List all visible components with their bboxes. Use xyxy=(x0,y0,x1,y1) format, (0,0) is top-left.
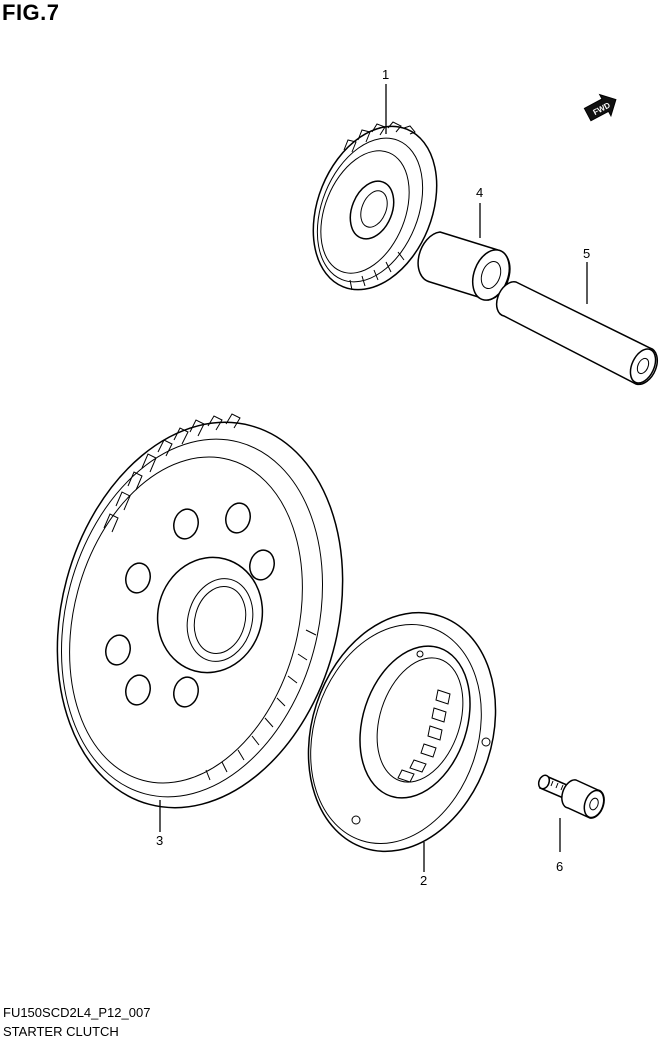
part-5-shaft[interactable] xyxy=(495,281,659,387)
figure-code: FU150SCD2L4_P12_007 xyxy=(3,1005,151,1020)
callout-6: 6 xyxy=(556,859,563,874)
callout-2: 2 xyxy=(420,873,427,888)
part-2-one-way-clutch[interactable] xyxy=(279,588,526,876)
callout-3: 3 xyxy=(156,833,163,848)
part-4-bushing[interactable] xyxy=(417,231,516,305)
callout-5: 5 xyxy=(583,246,590,261)
part-6-bolt[interactable] xyxy=(537,774,608,821)
part-1-gear[interactable] xyxy=(290,108,459,308)
callout-4: 4 xyxy=(476,185,483,200)
callout-1: 1 xyxy=(382,67,389,82)
part-3-large-gear[interactable] xyxy=(16,390,384,840)
fwd-arrow-icon: FWD xyxy=(583,93,617,122)
figure-name: STARTER CLUTCH xyxy=(3,1024,119,1039)
figure-title: FIG.7 xyxy=(2,0,60,25)
